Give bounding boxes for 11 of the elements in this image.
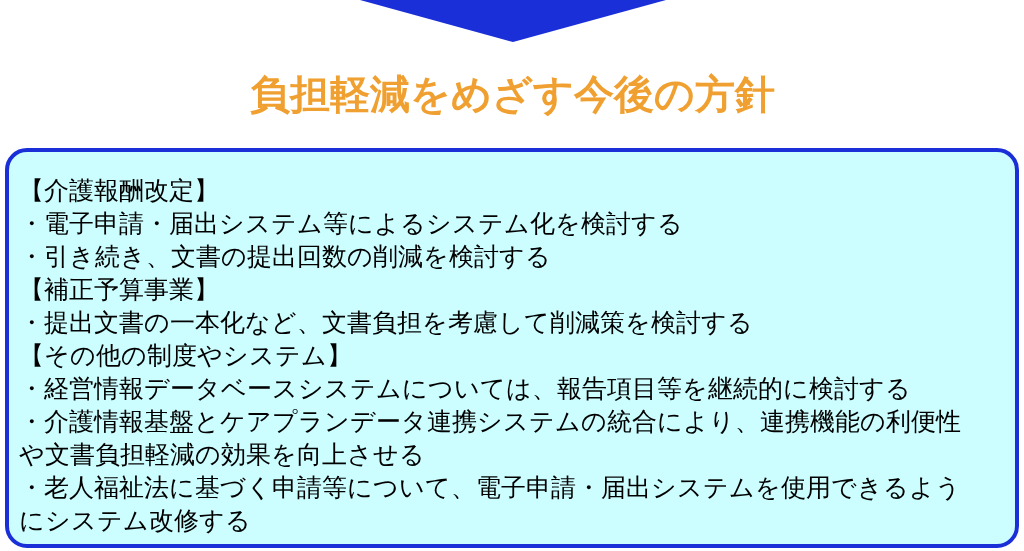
panel-text: ・老人福祉法に基づく申請等について、電子申請・届出システムを使用できるようにシステム改修する	[19, 472, 962, 537]
text-panel	[5, 148, 1019, 548]
panel-text: 【介護報酬改定】	[19, 175, 220, 207]
title: 負担軽減をめざす今後の方針	[249, 70, 775, 119]
panel-text: 【その他の制度やシステム】	[19, 340, 353, 372]
panel-text: ・提出文書の一本化など、文書負担を考慮して削減策を検討する	[19, 307, 754, 339]
panel-text: ・介護情報基盤とケアプランデータ連携システムの統合により、連携機能の利便性や文書負担軽減の効果を向上させる	[19, 406, 962, 471]
panel-text: ・電子申請・届出システム等によるシステム化を検討する	[19, 208, 684, 240]
panel-text: 【補正予算事業】	[19, 274, 220, 306]
panel-text: ・経営情報データベースシステムについては、報告項目等を継続的に検討する	[19, 373, 912, 405]
panel-text: ・引き続き、文書の提出回数の削減を検討する	[19, 241, 552, 273]
